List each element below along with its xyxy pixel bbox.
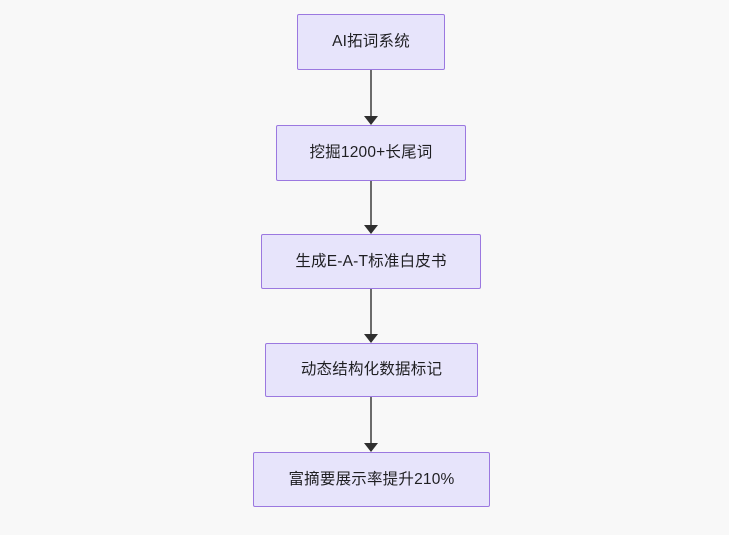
arrowhead-icon [364, 225, 378, 234]
arrowhead-icon [364, 443, 378, 452]
flow-connector-n1-n2 [360, 70, 382, 125]
flow-node-label: 富摘要展示率提升210% [288, 470, 455, 488]
arrowhead-icon [364, 334, 378, 343]
flow-connector-n3-n4 [360, 289, 382, 343]
connector-line [370, 289, 372, 334]
flow-node-label: 生成E-A-T标准白皮书 [295, 252, 447, 270]
flow-node-label: AI拓词系统 [332, 33, 410, 51]
arrowhead-icon [364, 116, 378, 125]
flow-node-label: 动态结构化数据标记 [300, 361, 443, 379]
flow-node-n1[interactable]: AI拓词系统 [297, 14, 445, 70]
flow-connector-n2-n3 [360, 181, 382, 234]
flow-node-n4[interactable]: 动态结构化数据标记 [265, 343, 478, 397]
flow-node-n5[interactable]: 富摘要展示率提升210% [253, 452, 490, 507]
flow-node-n2[interactable]: 挖掘1200+长尾词 [276, 125, 466, 181]
flow-node-n3[interactable]: 生成E-A-T标准白皮书 [261, 234, 481, 289]
connector-line [370, 70, 372, 116]
connector-line [370, 181, 372, 225]
flow-connector-n4-n5 [360, 397, 382, 452]
connector-line [370, 397, 372, 443]
flow-node-label: 挖掘1200+长尾词 [309, 144, 433, 162]
